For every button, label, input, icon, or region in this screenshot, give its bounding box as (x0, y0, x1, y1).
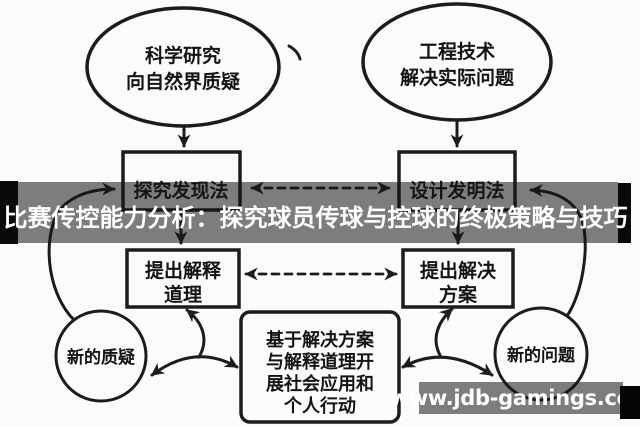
action-box-line1: 基于解决方案 (265, 329, 375, 351)
engineering-ellipse-line1: 工程技术 (419, 40, 495, 63)
explain-box-line2: 道理 (164, 283, 202, 306)
solution-box (401, 248, 515, 309)
banner-left-cap (0, 181, 18, 244)
new-problem-label: 新的问题 (507, 345, 576, 366)
headline-title: 比赛传控能力分析：探究球员传球与控球的终极策略与技巧 (3, 204, 628, 232)
arrow-action-to-newproblem (401, 355, 494, 377)
solution-box-line1: 提出解决 (420, 259, 497, 282)
engineering-ellipse-line2: 解决实际问题 (400, 66, 514, 89)
watermark-bar: www.jdb-gamings.com (390, 382, 640, 414)
science-ellipse-line2: 向自然界质疑 (126, 70, 240, 93)
watermark-black-block (620, 386, 640, 419)
action-box-line3: 展社会应用和 (266, 373, 374, 395)
banner-right-cap (618, 183, 631, 243)
action-box-line2: 与解释道理开 (266, 351, 374, 373)
arrow-action-to-explain (185, 308, 206, 359)
pen-mark (287, 44, 302, 61)
headline-banner: 比赛传控能力分析：探究球员传球与控球的终极策略与技巧 (0, 181, 631, 244)
solution-box-line2: 方案 (439, 283, 478, 306)
explain-box-line1: 提出解释 (145, 259, 222, 282)
science-ellipse-line1: 科学研究 (145, 44, 221, 67)
new-doubt-label: 新的质疑 (67, 347, 135, 368)
action-box (239, 310, 401, 424)
new-doubt-circle (54, 309, 148, 403)
banner-band (18, 182, 618, 243)
watermark-url: www.jdb-gamings.com (389, 386, 640, 410)
action-box-line4: 个人行动 (283, 395, 356, 417)
explain-box (125, 248, 241, 309)
science-ellipse (85, 6, 281, 128)
arrow-action-to-newdoubt (150, 355, 239, 377)
arrow-action-to-solution (434, 307, 454, 359)
